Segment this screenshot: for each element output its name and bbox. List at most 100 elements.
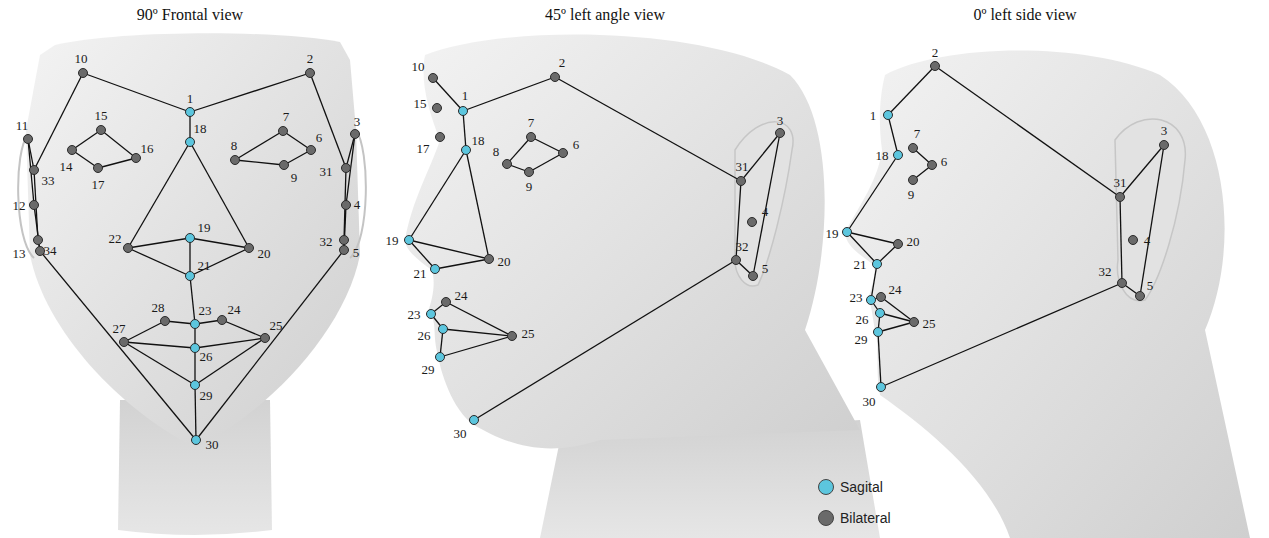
callout-number: 14 bbox=[60, 160, 73, 173]
landmark-line bbox=[881, 297, 914, 322]
landmark-line bbox=[871, 264, 877, 300]
callout-number: 24 bbox=[228, 303, 241, 316]
landmark-line bbox=[310, 73, 346, 168]
landmark-line bbox=[72, 130, 101, 150]
callout-number: 29 bbox=[422, 363, 435, 376]
landmark-line bbox=[409, 240, 489, 259]
callout-number: 2 bbox=[307, 52, 314, 65]
callout-number: 20 bbox=[258, 247, 271, 260]
bilateral-landmark bbox=[1118, 279, 1127, 288]
bilateral-landmark bbox=[732, 256, 741, 265]
bilateral-landmark bbox=[894, 240, 903, 249]
bilateral-landmark bbox=[161, 317, 170, 326]
callout-number: 13 bbox=[13, 247, 26, 260]
callout-number: 33 bbox=[42, 174, 55, 187]
bilateral-landmark bbox=[559, 149, 568, 158]
callout-number: 18 bbox=[194, 122, 207, 135]
landmark-line bbox=[40, 251, 196, 440]
callout-number: 9 bbox=[291, 171, 298, 184]
sagittal-landmark bbox=[186, 138, 195, 147]
landmark-line bbox=[555, 77, 741, 181]
bilateral-landmark bbox=[36, 247, 45, 256]
landmark-line bbox=[741, 133, 780, 181]
landmark-line bbox=[128, 142, 190, 248]
sagittal-landmark bbox=[462, 146, 471, 155]
callout-number: 4 bbox=[1144, 234, 1151, 247]
callout-number: 25 bbox=[522, 327, 535, 340]
callout-number: 29 bbox=[200, 389, 213, 402]
bilateral-landmark bbox=[280, 161, 289, 170]
callout-number: 23 bbox=[850, 291, 863, 304]
landmark-line bbox=[346, 134, 355, 168]
callout-number: 2 bbox=[932, 46, 939, 59]
callout-number: 23 bbox=[199, 304, 212, 317]
bilateral-landmark bbox=[527, 133, 536, 142]
bilateral-landmark bbox=[1116, 193, 1125, 202]
bilateral-landmark bbox=[132, 154, 141, 163]
landmark-line bbox=[847, 232, 898, 244]
callout-number: 21 bbox=[854, 258, 867, 271]
bilateral-landmark bbox=[30, 166, 39, 175]
sagittal-landmark bbox=[405, 236, 414, 245]
bilateral-landmark bbox=[218, 316, 227, 325]
callout-number: 10 bbox=[412, 60, 425, 73]
landmark-line bbox=[83, 73, 190, 112]
landmark-line bbox=[443, 329, 512, 336]
landmark-line bbox=[888, 66, 935, 115]
landmark-line bbox=[409, 240, 435, 269]
bilateral-landmark bbox=[429, 74, 438, 83]
view-title: 0º left side view bbox=[973, 6, 1076, 24]
landmark-line bbox=[128, 248, 190, 276]
bilateral-landmark bbox=[68, 146, 77, 155]
bilateral-landmark bbox=[231, 156, 240, 165]
sagittal-landmark bbox=[876, 309, 885, 318]
callout-number: 34 bbox=[44, 244, 57, 257]
callout-number: 20 bbox=[907, 235, 920, 248]
bilateral-landmark bbox=[909, 176, 918, 185]
landmark-line bbox=[222, 320, 265, 338]
callout-number: 3 bbox=[354, 115, 361, 128]
legend-text: Sagital bbox=[840, 479, 883, 495]
landmark-line bbox=[190, 248, 249, 276]
bilateral-landmark bbox=[340, 246, 349, 255]
callout-number: 7 bbox=[914, 127, 921, 140]
sagittal-landmark bbox=[186, 234, 195, 243]
callout-number: 17 bbox=[417, 142, 430, 155]
callout-number: 32 bbox=[320, 235, 333, 248]
landmark-line bbox=[101, 130, 136, 158]
bilateral-landmark bbox=[910, 318, 919, 327]
landmark-line bbox=[507, 137, 531, 164]
callout-number: 11 bbox=[16, 119, 29, 132]
callout-number: 6 bbox=[573, 138, 580, 151]
bilateral-landmark bbox=[97, 126, 106, 135]
landmark-line bbox=[440, 336, 512, 357]
callout-number: 21 bbox=[198, 259, 211, 272]
callout-number: 24 bbox=[889, 283, 902, 296]
callout-number: 21 bbox=[414, 267, 427, 280]
bilateral-landmark bbox=[30, 201, 39, 210]
landmark-line bbox=[531, 137, 563, 153]
bilateral-landmark bbox=[342, 201, 351, 210]
landmark-line bbox=[98, 158, 136, 168]
callout-number: 4 bbox=[354, 198, 361, 211]
callout-number: 10 bbox=[75, 52, 88, 65]
landmark-line bbox=[1120, 197, 1122, 283]
landmark-line bbox=[235, 160, 284, 165]
callout-number: 5 bbox=[762, 262, 769, 275]
landmark-line bbox=[1140, 145, 1164, 296]
callout-number: 15 bbox=[95, 109, 108, 122]
bilateral-landmark bbox=[124, 244, 133, 253]
landmark-line bbox=[194, 348, 195, 385]
landmark-line bbox=[124, 321, 165, 342]
sagittal-landmark bbox=[874, 328, 883, 337]
callout-number: 32 bbox=[1099, 265, 1112, 278]
callout-number: 27 bbox=[113, 322, 126, 335]
callout-number: 5 bbox=[1147, 279, 1154, 292]
landmark-line bbox=[195, 338, 265, 385]
bilateral-landmark bbox=[508, 332, 517, 341]
callout-number: 19 bbox=[198, 221, 211, 234]
sagittal-landmark bbox=[191, 381, 200, 390]
landmark-line bbox=[34, 73, 83, 170]
landmark-line bbox=[124, 342, 195, 348]
